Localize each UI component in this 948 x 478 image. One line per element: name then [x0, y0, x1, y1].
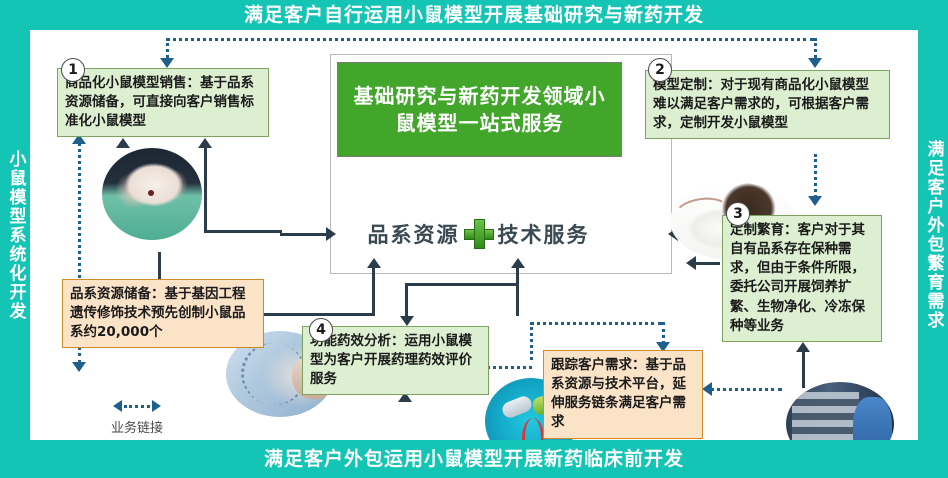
- connector-box1-right-v: [204, 148, 207, 230]
- center-right-term: 技术服务: [497, 223, 590, 247]
- dotted-connector-top-left-v: [166, 38, 169, 64]
- bottom-banner: 满足客户外包运用小鼠模型开展新药临床前开发: [0, 440, 948, 478]
- legend: 业务链接: [82, 398, 192, 436]
- step-number-4: 4: [309, 318, 333, 342]
- connector-up-left: [372, 266, 375, 316]
- step-number-3: 3: [726, 202, 750, 226]
- connector-left-into-center: [280, 233, 328, 236]
- arrowhead-box3-left: [686, 256, 696, 270]
- arrowhead-box4-bottom-up: [398, 392, 412, 402]
- double-dotted-arrow-icon: [82, 398, 192, 414]
- connector-facility-v: [802, 350, 805, 388]
- center-terms-row: 品系资源 技术服务: [337, 215, 620, 253]
- dotted-connector-top: [166, 38, 814, 41]
- arrowhead-box1-up: [116, 138, 130, 148]
- arrowhead-dotted-top-box1: [160, 58, 174, 68]
- connector-box4-elbow-h: [405, 283, 518, 286]
- box-model-customization: 模型定制：对于现有商品化小鼠模型难以满足客户需求的，可根据客户需求，定制开发小鼠…: [645, 70, 890, 140]
- plus-icon: [463, 219, 494, 249]
- connector-box4-elbow-v: [405, 283, 408, 319]
- connector-stock-elbow-h: [158, 313, 375, 316]
- dotted-connector-box4-track-h: [530, 322, 662, 325]
- dotted-connector-box2-box3: [814, 154, 817, 198]
- arrowhead-box1-right-up: [198, 138, 212, 148]
- arrowhead-dotted-left-down: [72, 362, 86, 372]
- arrowhead-dotted-top-box2: [808, 58, 822, 68]
- arrowhead-facility-up: [796, 342, 810, 352]
- top-banner-text: 满足客户自行运用小鼠模型开展基础研究与新药开发: [243, 3, 704, 26]
- dotted-connector-top-right-v: [814, 38, 817, 64]
- box-functional-pharmacodynamics: 功能药效分析：运用小鼠模型为客户开展药理药效评价服务: [302, 326, 489, 396]
- dotted-connector-track-down: [662, 322, 665, 344]
- step-number-1: 1: [61, 58, 85, 82]
- center-title-text: 基础研究与新药开发领域小鼠模型一站式服务: [353, 83, 606, 135]
- step-number-2: 2: [648, 58, 672, 82]
- connector-box1-right-h: [204, 230, 282, 233]
- arrowhead-dotted-track: [702, 382, 712, 396]
- top-banner: 满足客户自行运用小鼠模型开展基础研究与新药开发: [0, 0, 948, 30]
- arrowhead-down-box4: [400, 316, 414, 326]
- diagram-canvas: 基础研究与新药开发领域小鼠模型一站式服务 品系资源 技术服务: [30, 30, 918, 466]
- box-custom-breeding: 定制繁育：客户对于其自有品系存在保种需求，但由于条件所限，委托公司开展饲养扩繁、…: [722, 215, 882, 342]
- arrowhead-dotted-track-down: [656, 342, 670, 352]
- arrowhead-left-into-center: [326, 227, 336, 241]
- arrowhead-up-left: [367, 258, 381, 268]
- box-strain-resource-stock: 品系资源储备：基于基因工程遗传修饰技术预先创制小鼠品系约20,000个: [62, 279, 264, 349]
- arrowhead-up-right: [511, 258, 525, 268]
- box-commercial-mouse-sales: 商品化小鼠模型销售：基于品系资源储备，可直接向客户销售标准化小鼠模型: [57, 68, 269, 138]
- right-sidebar: 满足客户外包繁育需求: [918, 30, 948, 440]
- dotted-connector-left: [78, 142, 81, 364]
- dotted-connector-box4-track-v: [530, 322, 533, 360]
- dotted-connector-track-facility: [710, 388, 782, 391]
- left-sidebar: 小鼠模型系统化开发: [0, 30, 30, 440]
- center-left-term: 品系资源: [367, 223, 460, 247]
- box-track-customer-needs: 跟踪客户需求：基于品系资源与技术平台，延伸服务链条满足客户需求: [543, 350, 703, 439]
- left-sidebar-text: 小鼠模型系统化开发: [5, 149, 26, 321]
- connector-up-right: [516, 266, 519, 316]
- connector-box3-left: [692, 262, 720, 265]
- arrowhead-dotted-box3: [808, 196, 822, 206]
- white-mouse-photo: [102, 148, 202, 240]
- right-sidebar-text: 满足客户外包繁育需求: [923, 140, 944, 330]
- center-title-block: 基础研究与新药开发领域小鼠模型一站式服务: [337, 62, 622, 157]
- bottom-banner-text: 满足客户外包运用小鼠模型开展新药临床前开发: [263, 447, 684, 470]
- dotted-connector-box4-left-h: [476, 366, 532, 369]
- arrowhead-dotted-left-up: [72, 134, 86, 144]
- legend-label: 业务链接: [110, 421, 163, 436]
